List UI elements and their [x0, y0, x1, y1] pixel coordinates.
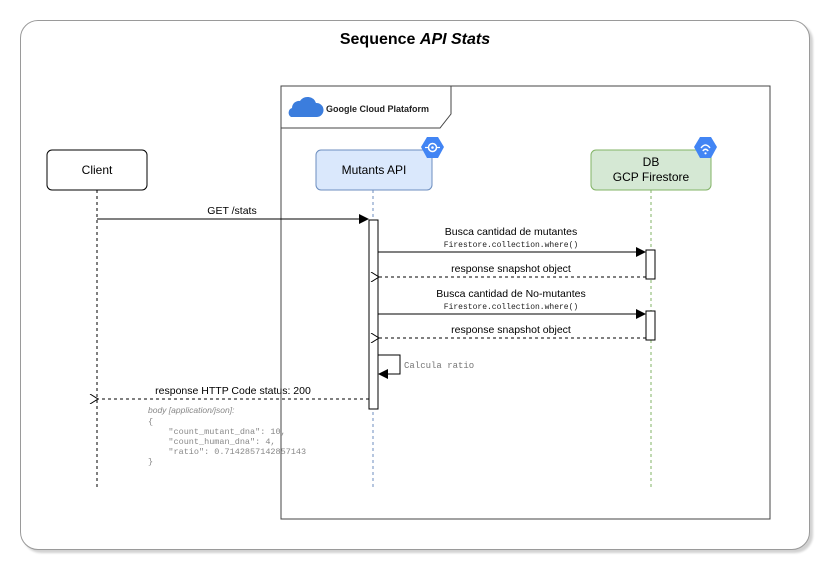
db-participant[interactable]: DB GCP Firestore [590, 149, 712, 191]
db-activation-bar-2 [645, 310, 656, 341]
busca-no-mutantes-code: Firestore.collection.where() [444, 303, 578, 312]
firestore-icon [694, 137, 717, 158]
calcula-ratio-label: Calcula ratio [404, 361, 474, 371]
body-header: body [application/json]: [148, 405, 235, 415]
cloud-icon [288, 96, 324, 117]
message-busca-mutantes[interactable]: Busca cantidad de mutantes Firestore.col… [378, 226, 646, 257]
busca-mutantes-code: Firestore.collection.where() [444, 241, 578, 250]
response-2-label: response snapshot object [451, 324, 571, 336]
body-line: "count_mutant_dna": 10, [148, 427, 286, 437]
message-response-2[interactable]: response snapshot object [379, 324, 646, 338]
body-line: "ratio": 0.7142857142857143 [148, 447, 306, 457]
body-line: { [148, 417, 153, 427]
message-http-response[interactable]: response HTTP Code status: 200 [98, 385, 369, 399]
http-response-label: response HTTP Code status: 200 [155, 385, 311, 397]
db-label-line2: GCP Firestore [613, 170, 690, 184]
gcp-label: Google Cloud Plataform [326, 104, 429, 114]
api-participant[interactable]: Mutants API [315, 149, 433, 191]
get-stats-label: GET /stats [207, 205, 256, 217]
response-body: body [application/json]: { "count_mutant… [148, 405, 306, 467]
response-1-label: response snapshot object [451, 263, 571, 275]
api-label: Mutants API [342, 163, 407, 177]
client-participant[interactable]: Client [46, 149, 148, 191]
diagram-title: Sequence API Stats [340, 31, 490, 48]
body-line: } [148, 457, 153, 467]
message-get-stats[interactable]: GET /stats [97, 205, 369, 224]
db-activation-bar-1 [645, 249, 656, 280]
busca-mutantes-label: Busca cantidad de mutantes [445, 226, 578, 238]
gcp-container [280, 85, 771, 520]
body-line: "count_human_dna": 4, [148, 437, 276, 447]
api-endpoint-icon [421, 137, 444, 158]
api-activation-bar [368, 219, 379, 410]
message-calcula-ratio[interactable]: Calcula ratio [378, 354, 474, 379]
message-busca-no-mutantes[interactable]: Busca cantidad de No-mutantes Firestore.… [378, 288, 646, 319]
client-label: Client [82, 163, 113, 177]
gcp-header-tab [280, 85, 452, 129]
message-response-1[interactable]: response snapshot object [379, 263, 646, 277]
busca-no-mutantes-label: Busca cantidad de No-mutantes [436, 288, 585, 300]
db-label-line1: DB [643, 155, 660, 169]
